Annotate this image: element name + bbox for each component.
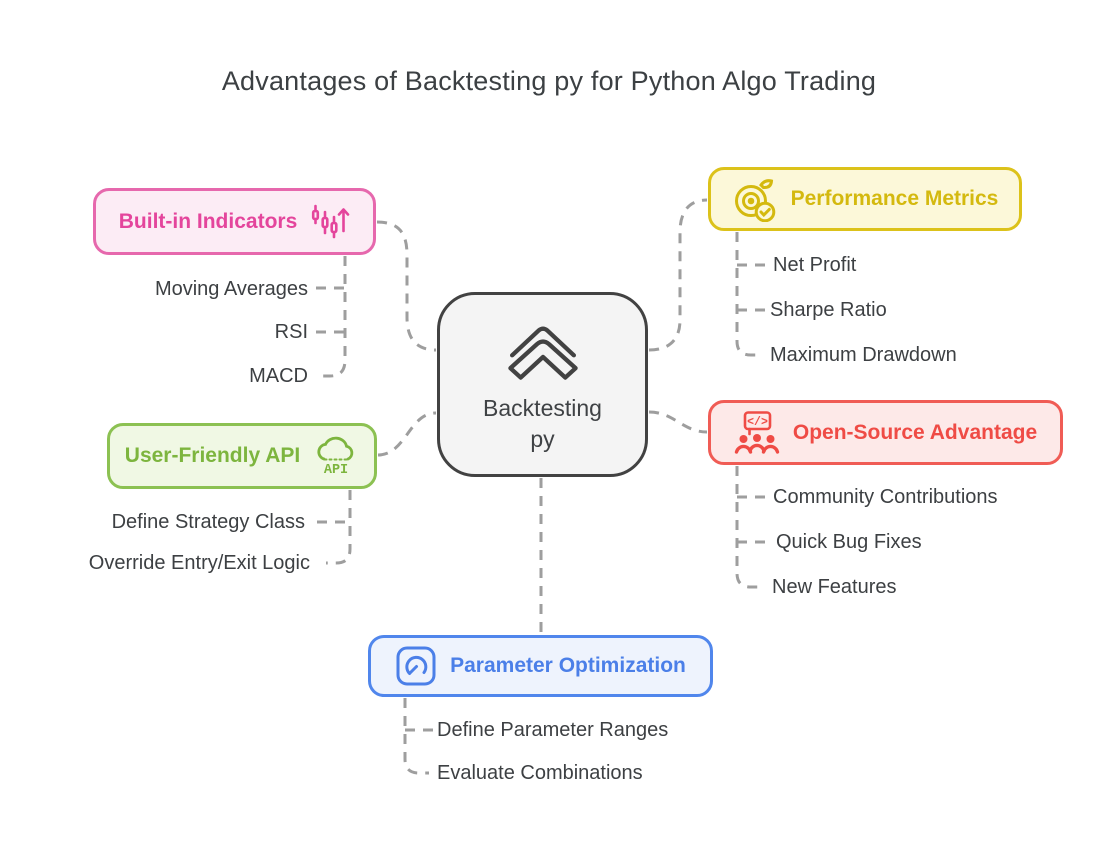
connector-api-center: [377, 411, 437, 457]
branch-label: Parameter Optimization: [450, 654, 686, 677]
code-icon-text: </>: [747, 416, 768, 429]
cloud-api-icon: API: [313, 435, 359, 477]
item-moving-averages: Moving Averages: [154, 278, 308, 300]
double-chevron-up-icon: [499, 315, 587, 387]
center-label-line1: Backtesting: [483, 394, 602, 421]
item-define-parameter-ranges: Define Parameter Ranges: [437, 719, 669, 741]
item-community-contributions: Community Contributions: [773, 486, 998, 508]
branch-label: Built-in Indicators: [118, 209, 298, 233]
candlestick-chart-icon: [310, 203, 350, 241]
item-quick-bug-fixes: Quick Bug Fixes: [776, 531, 922, 553]
connector-center-metrics: [648, 198, 708, 352]
gauge-icon: [395, 645, 437, 687]
item-define-strategy-class: Define Strategy Class: [111, 511, 305, 533]
branch-label: Open-Source Advantage: [792, 420, 1038, 444]
center-label-line2: py: [530, 425, 555, 452]
branch-box-user-friendly-api: User-Friendly API API: [107, 423, 377, 489]
branch-box-open-source-advantage: </> Open-Source Advantage: [708, 400, 1063, 465]
page-title: Advantages of Backtesting py for Python …: [221, 66, 877, 96]
branch-label: User-Friendly API: [124, 444, 301, 467]
branch-label: Performance Metrics: [790, 187, 999, 210]
spine-opensource: [735, 466, 761, 589]
api-icon-text: API: [324, 463, 348, 477]
item-sharpe-ratio: Sharpe Ratio: [770, 299, 887, 321]
community-code-icon: </>: [734, 410, 780, 456]
branch-box-performance-metrics: Performance Metrics: [708, 167, 1022, 231]
center-node-backtesting-py: Backtesting py: [437, 292, 648, 477]
spine-metrics: [735, 232, 761, 357]
item-rsi: RSI: [274, 321, 308, 343]
item-net-profit: Net Profit: [773, 254, 857, 276]
spine-api: [326, 490, 352, 565]
branch-box-built-in-indicators: Built-in Indicators: [93, 188, 376, 255]
spine-indicators: [321, 256, 347, 378]
center-node-label: Backtesting py: [483, 393, 602, 455]
item-new-features: New Features: [772, 576, 897, 598]
item-evaluate-combinations: Evaluate Combinations: [437, 762, 643, 784]
target-goal-icon: [732, 176, 778, 222]
branch-box-parameter-optimization: Parameter Optimization: [368, 635, 713, 697]
connector-center-opensource: [648, 410, 708, 434]
item-override-entry-exit: Override Entry/Exit Logic: [88, 552, 310, 574]
connector-indicators-center: [376, 220, 437, 352]
item-maximum-drawdown: Maximum Drawdown: [770, 344, 957, 366]
spine-optimization: [403, 698, 429, 775]
item-macd: MACD: [249, 365, 308, 387]
